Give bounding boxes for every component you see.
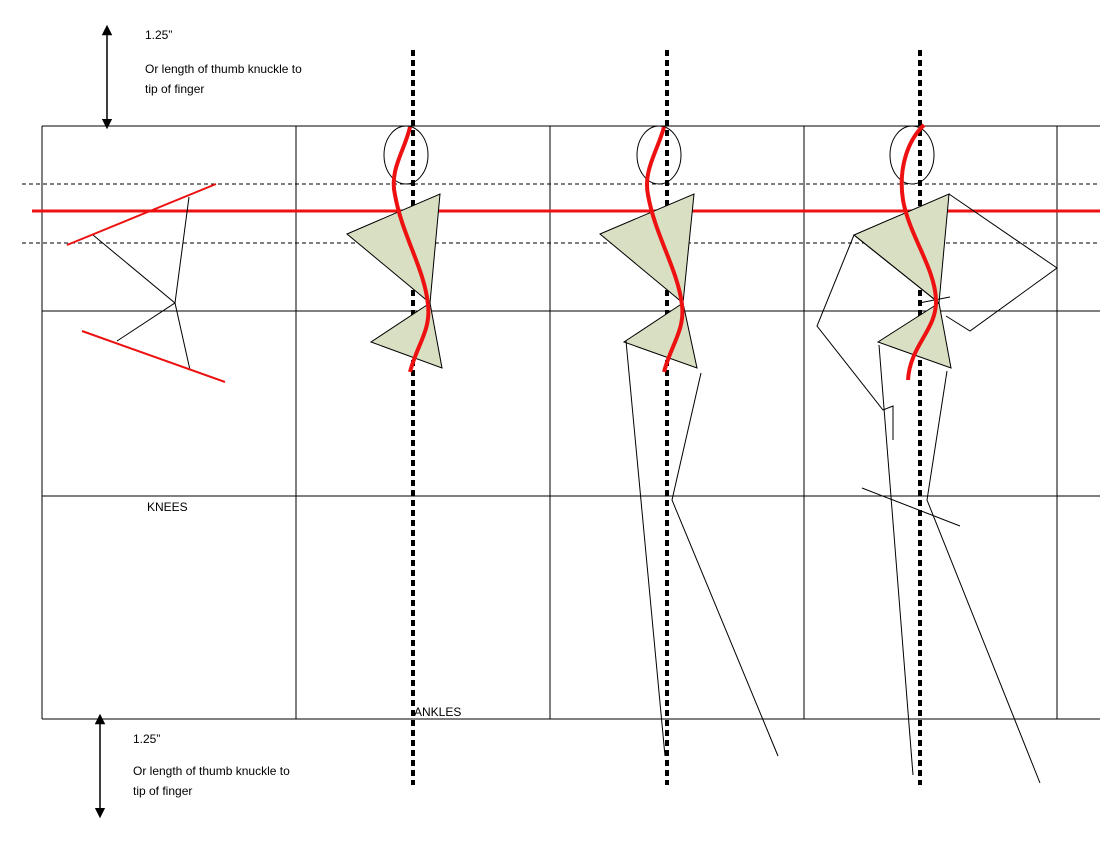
croquis-figure-2	[600, 126, 778, 756]
left-leg	[879, 345, 913, 775]
bottom-measure-label: 1.25”	[133, 732, 160, 746]
tilt-shoulder-red-line	[67, 184, 216, 245]
hip-triangle	[371, 303, 442, 368]
croquis-figure-3	[817, 125, 1057, 783]
tilt-demo-figure	[67, 184, 225, 382]
top-note-line2: tip of finger	[145, 82, 204, 96]
tilt-hip-red-line	[82, 331, 225, 382]
croquis-figure-1	[347, 126, 442, 372]
bottom-note-line1: Or length of thumb knuckle to	[133, 764, 290, 778]
top-note-line1: Or length of thumb knuckle to	[145, 62, 302, 76]
tilt-hip-outline	[117, 303, 190, 370]
ankles-label: ANKLES	[414, 705, 461, 719]
top-measure-label: 1.25”	[145, 28, 172, 42]
hip-triangle	[624, 303, 697, 368]
head-oval	[890, 126, 934, 184]
plumb-lines	[413, 50, 920, 785]
left-leg	[626, 341, 665, 756]
head-oval	[637, 126, 681, 184]
right-leg	[672, 373, 778, 756]
right-arm	[946, 194, 1057, 331]
knee-crossing-line	[862, 488, 960, 526]
right-leg	[927, 371, 1040, 783]
bottom-note-line2: tip of finger	[133, 784, 192, 798]
left-arm	[817, 235, 893, 440]
tilt-torso-outline	[93, 197, 189, 303]
knees-label: KNEES	[147, 500, 188, 514]
